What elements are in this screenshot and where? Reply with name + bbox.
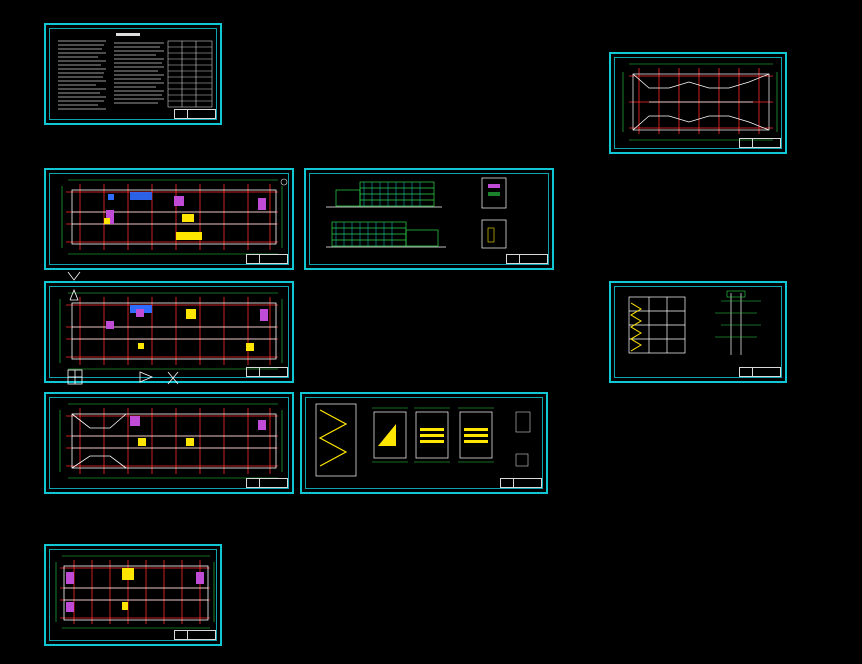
sheet-design-notes[interactable] <box>44 23 222 125</box>
notes-content <box>58 33 213 110</box>
title-block <box>500 478 542 488</box>
sheet-elevations[interactable] <box>304 168 554 270</box>
triangle-marker-icon <box>67 271 81 281</box>
sheet-roof-plan[interactable] <box>609 52 787 154</box>
stair-details-drawing <box>315 403 531 477</box>
title-block <box>739 367 781 377</box>
sheet-ground-floor-plan[interactable] <box>44 168 294 270</box>
sheet-section-details[interactable] <box>609 281 787 383</box>
sheet-inner-frame <box>49 173 289 265</box>
typical-floor-plan-drawing <box>59 292 283 370</box>
sheet-typical-floor-plan[interactable] <box>44 281 294 383</box>
roof-plan-drawing <box>622 63 778 141</box>
title-block <box>739 138 781 148</box>
sheet-inner-frame <box>614 286 782 378</box>
sheet-inner-frame <box>309 173 549 265</box>
fourth-floor-plan-drawing <box>55 555 215 629</box>
sheet-inner-frame <box>614 57 782 149</box>
title-block <box>246 254 288 264</box>
sheet-inner-frame <box>305 397 543 489</box>
sheet-fourth-floor-plan[interactable] <box>44 544 222 646</box>
title-block <box>174 630 216 640</box>
title-block <box>246 367 288 377</box>
sheet-inner-frame <box>49 397 289 489</box>
sheet-stair-details[interactable] <box>300 392 548 494</box>
top-floor-plan-drawing <box>59 403 283 479</box>
sheet-inner-frame <box>49 28 217 120</box>
elevations-drawing <box>326 177 507 249</box>
section-details-drawing <box>628 290 761 355</box>
title-block <box>506 254 548 264</box>
sheet-top-floor-plan[interactable] <box>44 392 294 494</box>
sheet-inner-frame <box>49 549 217 641</box>
title-block <box>174 109 216 119</box>
title-block <box>246 478 288 488</box>
ground-floor-plan-drawing <box>61 178 288 255</box>
